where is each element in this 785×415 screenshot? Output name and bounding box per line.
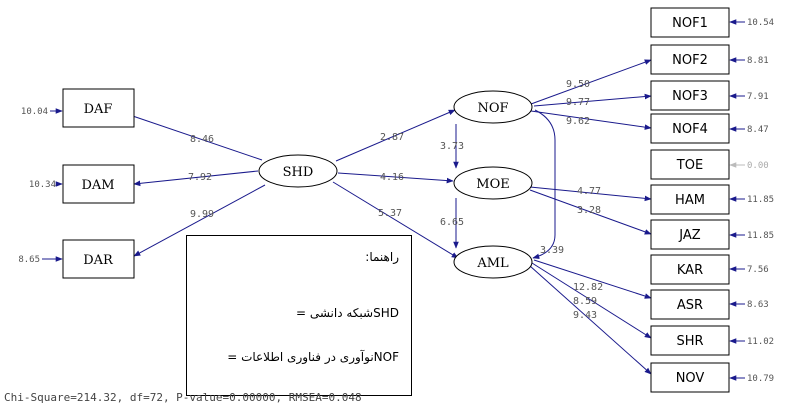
path-aml-asr bbox=[533, 259, 652, 299]
loading-label-nov: 9.43 bbox=[573, 310, 597, 321]
indicator-label-ham: HAM bbox=[675, 193, 705, 208]
loading-label-nof4: 9.62 bbox=[566, 116, 590, 127]
latent-ellipse-moe bbox=[453, 166, 533, 200]
error-label-jaz: 11.85 bbox=[747, 231, 774, 241]
error-label-daf: 10.04 bbox=[21, 107, 48, 117]
error-label-dar: 8.65 bbox=[18, 255, 40, 265]
path-nof-nof4 bbox=[530, 110, 652, 130]
path-shd-dam bbox=[133, 170, 259, 187]
error-label-ham: 11.85 bbox=[747, 195, 774, 205]
legend-nof-definition: NOFنوآوری در فناوری اطلاعات = bbox=[227, 350, 399, 364]
indicator-label-nof3: NOF3 bbox=[672, 89, 708, 104]
indicator-label-shr: SHR bbox=[676, 334, 703, 349]
indicator-box-jaz bbox=[650, 219, 730, 250]
indicator-box-nof2 bbox=[650, 44, 730, 75]
error-label-nof1: 10.54 bbox=[747, 18, 774, 28]
indicator-box-shr bbox=[650, 325, 730, 356]
path-shd-aml bbox=[332, 181, 459, 259]
error-label-nof4: 8.47 bbox=[747, 125, 769, 135]
path-moe-jaz bbox=[529, 189, 652, 235]
path-label-shd-aml: 5.37 bbox=[378, 208, 402, 219]
error-label-dam: 10.34 bbox=[29, 180, 56, 190]
loading-label-daf: 8.46 bbox=[190, 134, 214, 145]
path-label-shd-nof: 2.87 bbox=[380, 132, 404, 143]
error-label-asr: 8.63 bbox=[747, 300, 769, 310]
loading-label-nof2: 9.50 bbox=[566, 79, 590, 90]
indicator-label-kar: KAR bbox=[677, 263, 703, 278]
error-label-nof2: 8.81 bbox=[747, 56, 769, 66]
path-shd-dar bbox=[133, 184, 266, 257]
indicator-label-daf: DAF bbox=[84, 102, 113, 117]
latent-label-aml: AML bbox=[476, 256, 509, 271]
indicator-label-nof1: NOF1 bbox=[672, 16, 708, 31]
loading-label-shr: 8.59 bbox=[573, 296, 597, 307]
loading-label-asr: 12.82 bbox=[573, 282, 603, 293]
indicator-label-toe: TOE bbox=[676, 158, 703, 173]
latent-ellipse-aml bbox=[453, 245, 533, 279]
latent-label-moe: MOE bbox=[476, 177, 509, 192]
indicator-box-kar bbox=[650, 254, 730, 285]
path-moe-ham bbox=[529, 186, 652, 202]
path-label-nof-moe: 3.73 bbox=[440, 141, 464, 152]
legend-box: راهنما: SHDشبکه دانشی = NOFنوآوری در فنا… bbox=[186, 235, 412, 396]
indicator-label-dam: DAM bbox=[81, 178, 114, 193]
indicator-box-dam bbox=[62, 164, 135, 204]
loading-label-ham: 4.77 bbox=[577, 186, 601, 197]
path-shd-daf bbox=[117, 110, 263, 161]
legend-title: راهنما: bbox=[365, 250, 399, 264]
indicator-label-dar: DAR bbox=[83, 253, 114, 268]
path-aml-shr bbox=[531, 262, 652, 339]
error-label-shr: 11.02 bbox=[747, 337, 774, 347]
indicator-box-toe bbox=[650, 149, 730, 180]
error-label-nov: 10.79 bbox=[747, 374, 774, 384]
path-nof-nof2 bbox=[530, 59, 652, 105]
indicator-box-asr bbox=[650, 289, 730, 320]
latent-label-nof: NOF bbox=[477, 101, 508, 116]
path-shd-moe bbox=[337, 172, 454, 184]
indicator-label-nof2: NOF2 bbox=[672, 53, 708, 68]
indicator-box-nof3 bbox=[650, 80, 730, 111]
path-aml-nov bbox=[529, 265, 652, 375]
path-nof-nof3 bbox=[533, 93, 652, 107]
indicator-label-nof4: NOF4 bbox=[672, 122, 708, 137]
path-nof-aml bbox=[532, 109, 556, 260]
path-label-nof-aml: 3.39 bbox=[540, 245, 564, 256]
latent-ellipse-shd bbox=[258, 154, 338, 188]
indicator-box-daf bbox=[62, 88, 135, 128]
indicator-label-asr: ASR bbox=[677, 298, 703, 313]
error-label-kar: 7.56 bbox=[747, 265, 769, 275]
loading-label-dar: 9.99 bbox=[190, 209, 214, 220]
indicator-box-nof4 bbox=[650, 113, 730, 144]
latent-label-shd: SHD bbox=[283, 165, 314, 180]
path-shd-nof bbox=[335, 109, 456, 162]
indicator-box-nov bbox=[650, 362, 730, 393]
indicator-box-dar bbox=[62, 239, 135, 279]
legend-shd-definition: SHDشبکه دانشی = bbox=[295, 306, 399, 320]
indicator-box-nof1 bbox=[650, 7, 730, 38]
error-label-toe: 0.00 bbox=[747, 161, 769, 171]
indicator-label-nov: NOV bbox=[676, 371, 705, 386]
path-label-shd-moe: 4.16 bbox=[380, 172, 404, 183]
error-label-nof3: 7.91 bbox=[747, 92, 769, 102]
fit-statistics: Chi-Square=214.32, df=72, P-value=0.0000… bbox=[4, 391, 362, 404]
loading-label-jaz: 3.28 bbox=[577, 205, 601, 216]
loading-label-nof3: 9.77 bbox=[566, 97, 590, 108]
latent-ellipse-nof bbox=[453, 90, 533, 124]
path-label-moe-aml: 6.65 bbox=[440, 217, 464, 228]
loading-label-dam: 7.92 bbox=[188, 172, 212, 183]
indicator-box-ham bbox=[650, 184, 730, 215]
indicator-label-jaz: JAZ bbox=[678, 228, 700, 243]
